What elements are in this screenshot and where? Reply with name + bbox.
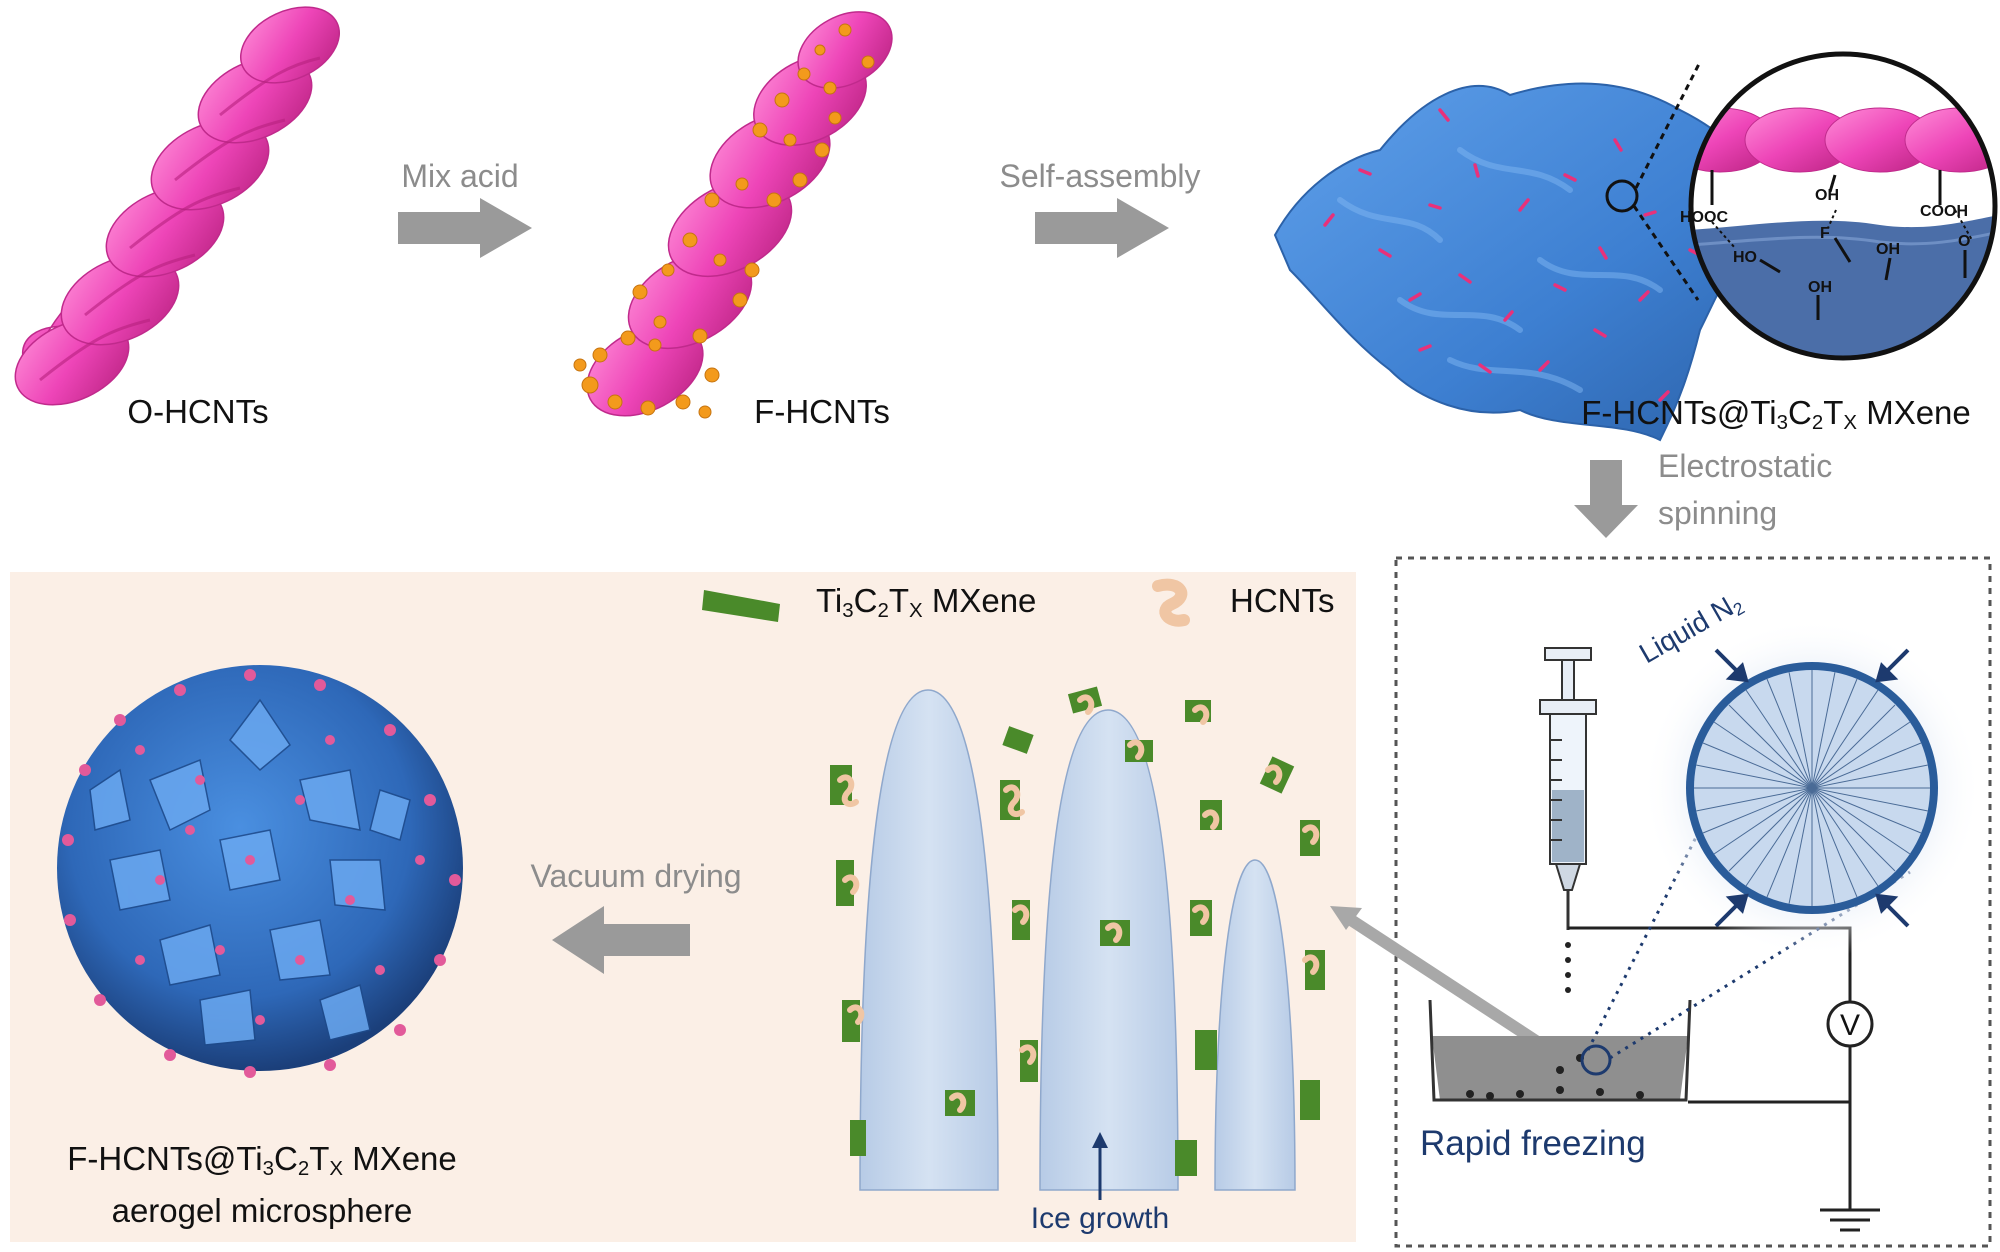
mxene-legend-label: Ti3C2TX MXene — [816, 582, 1037, 623]
f-hcnts-helix — [573, 11, 893, 419]
o-hcnts-helix — [14, 6, 341, 406]
rapid-freezing-label: Rapid freezing — [1420, 1124, 1646, 1163]
vacuum-drying-arrow — [552, 906, 690, 974]
voltmeter-label: V — [1840, 1009, 1860, 1042]
self-assembly-label: Self-assembly — [999, 158, 1201, 194]
o-label: O — [1958, 233, 1970, 250]
aerogel-label-line1: F-HCNTs@Ti3C2TX MXene — [67, 1140, 457, 1181]
ho-label: HO — [1733, 249, 1757, 266]
f-hcnts-label: F-HCNTs — [754, 393, 890, 430]
electrostatic-label-line1: Electrostatic — [1658, 448, 1833, 484]
interface-inset: HOOC OH COOH F HO OH OH O — [1680, 51, 1998, 361]
f-label: F — [1820, 225, 1830, 242]
syringe — [1539, 647, 1597, 993]
mix-acid-label: Mix acid — [401, 158, 519, 194]
self-assembly-arrow — [1035, 198, 1169, 258]
liquid-n2-bath — [1428, 789, 1911, 1102]
electrostatic-label-line2: spinning — [1658, 495, 1778, 531]
vacuum-drying-label: Vacuum drying — [530, 858, 742, 894]
mxene-sheet — [1273, 61, 1772, 442]
hooc-label: HOOC — [1680, 209, 1728, 226]
oh-top-label: OH — [1815, 187, 1839, 204]
mix-acid-arrow — [398, 198, 532, 258]
frozen-droplet — [1642, 618, 1982, 958]
o-hcnts-label: O-HCNTs — [127, 393, 269, 430]
cooh-label: COOH — [1920, 203, 1968, 220]
hcnts-legend-icon — [1152, 578, 1190, 627]
voltmeter-icon — [1826, 1000, 1874, 1048]
ice-growth-scene — [830, 686, 1325, 1200]
ice-growth-label: Ice growth — [1030, 1202, 1170, 1235]
hcnts-legend-label: HCNTs — [1230, 582, 1335, 619]
aerogel-label-line2: aerogel microsphere — [111, 1192, 413, 1229]
mxene-legend-icon — [702, 590, 780, 622]
freezing-dashed-box — [1394, 556, 1992, 1248]
oh-low-label: OH — [1808, 279, 1832, 296]
oh-mid-label: OH — [1876, 241, 1900, 258]
composite-label: F-HCNTs@Ti3C2TX MXene — [1581, 394, 1971, 435]
aerogel-microsphere — [57, 665, 463, 1078]
electrostatic-spinning-arrow — [1574, 460, 1638, 538]
